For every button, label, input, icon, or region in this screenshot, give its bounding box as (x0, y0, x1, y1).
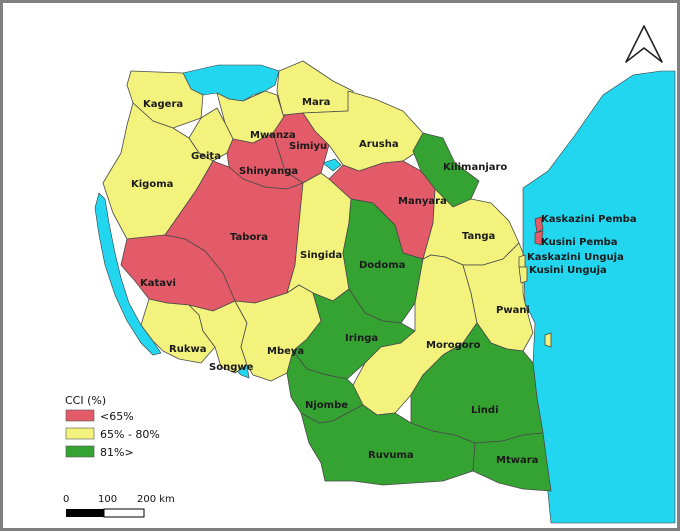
legend-label-low: <65% (100, 410, 134, 423)
region-kagera[interactable] (126, 70, 204, 129)
regions (102, 60, 552, 492)
legend-label-mid: 65% - 80% (100, 428, 160, 441)
region-songwe[interactable] (188, 300, 248, 374)
label-simiyu: Simiyu (289, 141, 327, 152)
label-kilimanjaro: Kilimanjaro (443, 162, 507, 173)
label-kusini-pemba: Kusini Pemba (541, 237, 618, 248)
label-kigoma: Kigoma (131, 179, 173, 190)
label-kusini-unguja: Kusini Unguja (529, 265, 607, 276)
scale-bar: 0 100 200 km (63, 494, 175, 518)
label-manyara: Manyara (398, 196, 447, 207)
label-pwani: Pwani (496, 305, 530, 316)
label-dodoma: Dodoma (359, 260, 405, 271)
north-arrow-icon (625, 25, 663, 63)
legend-label-high: 81%> (100, 446, 134, 459)
region-mafia[interactable] (544, 332, 552, 348)
region-mtwara[interactable] (472, 432, 552, 492)
label-tanga: Tanga (462, 231, 495, 242)
label-mtwara: Mtwara (496, 455, 538, 466)
label-kaskazini-pemba: Kaskazini Pemba (541, 214, 637, 225)
lake-tanganyika (94, 192, 162, 356)
label-mwanza: Mwanza (250, 130, 296, 141)
region-rukwa[interactable] (140, 298, 216, 364)
label-katavi: Katavi (140, 278, 176, 289)
region-kusini-unguja[interactable] (518, 266, 528, 284)
label-tabora: Tabora (230, 232, 268, 243)
region-labels: Kagera Mara Mwanza Geita Simiyu Shinyang… (131, 97, 637, 466)
label-kagera: Kagera (143, 99, 183, 110)
region-lindi[interactable] (410, 322, 544, 444)
scale-segment-white (103, 508, 145, 518)
label-mara: Mara (302, 97, 330, 108)
region-kaskazini-unguja[interactable] (518, 254, 526, 268)
label-singida: Singida (300, 250, 342, 261)
label-kaskazini-unguja: Kaskazini Unguja (527, 252, 624, 263)
label-lindi: Lindi (471, 405, 499, 416)
label-iringa: Iringa (345, 333, 378, 344)
lake-eyasi (322, 158, 342, 172)
region-kaskazini-pemba[interactable] (534, 216, 544, 234)
choropleth-map: Kagera Mara Mwanza Geita Simiyu Shinyang… (63, 25, 676, 524)
legend-title: CCI (%) (65, 394, 106, 407)
region-kusini-pemba[interactable] (534, 230, 544, 246)
scale-segment-black (66, 509, 104, 517)
label-shinyanga: Shinyanga (239, 166, 298, 177)
scale-label-0: 0 (63, 494, 69, 505)
label-morogoro: Morogoro (426, 340, 481, 351)
indian-ocean (522, 70, 676, 524)
scale-label-200: 200 km (137, 494, 175, 505)
label-mbeya: Mbeya (267, 346, 304, 357)
label-rukwa: Rukwa (169, 344, 206, 355)
label-njombe: Njombe (305, 400, 348, 411)
label-arusha: Arusha (359, 139, 399, 150)
label-geita: Geita (191, 151, 221, 162)
legend-swatch-high (65, 445, 95, 458)
label-ruvuma: Ruvuma (368, 450, 414, 461)
scale-label-100: 100 (98, 494, 117, 505)
label-songwe: Songwe (209, 362, 254, 373)
legend: CCI (%) <65% 65% - 80% 81%> (65, 394, 160, 459)
legend-swatch-mid (65, 427, 95, 440)
legend-swatch-low (65, 409, 95, 422)
